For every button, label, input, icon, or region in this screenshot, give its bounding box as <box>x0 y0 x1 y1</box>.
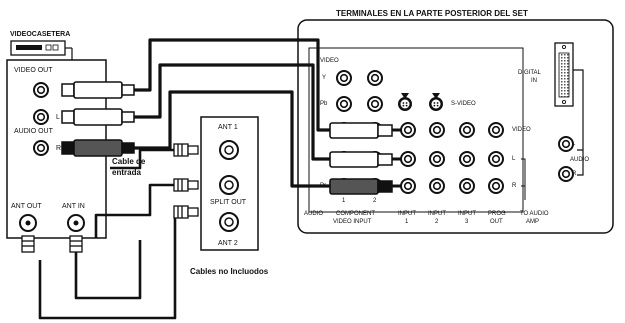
splitter-ant1-label: ANT 1 <box>218 124 238 131</box>
tv-input3-label-2: 3 <box>465 219 469 225</box>
vcr-r-jack <box>33 140 49 156</box>
tv-component-pb2-jack <box>367 96 383 112</box>
diagram-title: TERMINALES EN LA PARTE POSTERIOR DEL SET <box>336 9 528 18</box>
digital-in-label-2: IN <box>531 78 537 84</box>
tv-prog-out-label-1: PROG <box>488 211 506 217</box>
rca-cables <box>132 38 330 188</box>
digital-in-label-1: DIGITAL <box>518 70 541 76</box>
tv-component-y-jack <box>336 70 352 86</box>
tv-input3-label-1: INPUT <box>458 211 476 217</box>
splitter-ant2-jack <box>219 212 239 232</box>
tv-to-audio-amp-label-1: TO AUDIO <box>520 211 549 217</box>
vcr-ant-in-jack <box>67 214 85 232</box>
vcr-video-out-label: VIDEO OUT <box>14 67 53 74</box>
splitter-split-out-jack <box>219 175 239 195</box>
tv-row-video-label: VIDEO <box>512 127 531 133</box>
tv-bottom-audio-label: AUDIO <box>304 211 324 217</box>
tv-jack-panel <box>308 47 524 213</box>
tv-row-r-label: R <box>512 183 517 189</box>
splitter-split-out-label: SPLIT OUT <box>210 199 247 206</box>
coax-plugs <box>21 143 199 253</box>
tv-audio-r-jack <box>558 166 574 182</box>
tv-input2-label-2: 2 <box>435 219 439 225</box>
vcr-audio-out-label: AUDIO OUT <box>14 128 53 135</box>
vcr-label: VIDEOCASETERA <box>10 31 71 38</box>
tv-input2-label-1: INPUT <box>428 211 446 217</box>
s-video-2-icon <box>429 97 443 111</box>
tv-component-label-1: COMPONENT <box>336 211 375 217</box>
vcr-l-jack <box>33 109 49 125</box>
cable-entry-label-2: entrada <box>112 168 141 177</box>
tv-audio-l-jack <box>558 136 574 152</box>
tv-video-label: VIDEO <box>320 58 339 64</box>
coax-cables <box>38 148 186 320</box>
tv-rca-plugs <box>329 122 401 195</box>
cable-entry-label-1: Cable de <box>112 157 146 166</box>
splitter-ant1-jack <box>219 140 239 160</box>
tv-s-video-label: S-VIDEO <box>451 101 476 107</box>
tv-input-1-number: 1 <box>342 198 346 204</box>
vcr-icon <box>10 40 73 62</box>
tv-y-label: Y <box>322 75 327 81</box>
tv-audio-label: AUDIO <box>570 157 590 163</box>
vcr-video-out-jack <box>33 82 49 98</box>
tv-prog-out-label-2: OUT <box>490 219 503 225</box>
cables-note: Cables no Incluodos <box>190 267 269 276</box>
tv-audio-r-label: R <box>572 171 577 177</box>
vcr-l-label: L <box>56 114 60 121</box>
tv-input1-label-1: INPUT <box>398 211 416 217</box>
tv-component-pb-jack <box>336 96 352 112</box>
tv-pr-label: Pr <box>320 183 326 189</box>
vcr-ant-out-label: ANT OUT <box>11 203 42 210</box>
digital-in-connector <box>554 42 574 107</box>
vcr-r-label: R <box>56 145 62 152</box>
vcr-ant-in-label: ANT IN <box>62 203 85 210</box>
vcr-rca-plugs <box>61 81 135 157</box>
tv-pb-label: Pb <box>320 101 328 107</box>
tv-input-2-number: 2 <box>373 198 377 204</box>
tv-input1-label-2: 1 <box>405 219 409 225</box>
vcr-ant-out-jack <box>19 214 37 232</box>
splitter-ant2-label: ANT 2 <box>218 240 238 247</box>
tv-component-y2-jack <box>367 70 383 86</box>
s-video-1-icon <box>398 97 412 111</box>
tv-audio-l-label: L <box>572 141 576 147</box>
tv-row-l-label: L <box>512 156 516 162</box>
tv-to-audio-amp-label-2: AMP <box>526 219 540 225</box>
tv-component-label-2: VIDEO INPUT <box>333 219 372 225</box>
